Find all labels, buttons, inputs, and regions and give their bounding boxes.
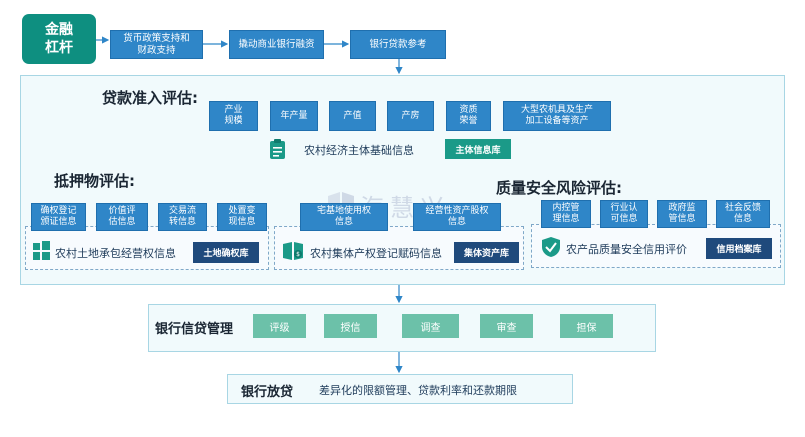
credit-db-tag: 信用档案库: [706, 238, 772, 259]
quality-item-line2: 管信息: [668, 214, 696, 224]
collateral-item-line2: 颁证信息: [40, 217, 77, 227]
loan-access-info-label: 农村经济主体基础信息: [304, 144, 414, 157]
quality-item-line2: 可信息: [610, 214, 638, 224]
quality-item-line2: 信息: [733, 214, 752, 224]
collateral-info-label: 农村土地承包经营权信息: [55, 247, 176, 260]
finance-lever-line1: 金融: [45, 22, 73, 38]
collective-item-line2: 信息: [334, 217, 353, 227]
loan-access-item-line2: 加工设备等资产: [525, 116, 589, 126]
loan-access-item: 产值: [329, 101, 376, 131]
svg-text:$: $: [296, 251, 300, 258]
land-db-tag: 土地确权库: [193, 242, 259, 263]
quality-item-line1: 社会反馈: [724, 203, 761, 213]
loan-access-item: 产业规模: [209, 101, 258, 131]
shield-check-icon: [541, 236, 561, 258]
quality-info-label: 农产品质量安全信用评价: [566, 243, 687, 256]
finance-lever-line2: 杠杆: [45, 40, 73, 56]
credit-step: 授信: [324, 314, 377, 338]
collateral-item-line1: 价值评: [108, 206, 136, 216]
quality-item: 政府监管信息: [657, 200, 707, 228]
collective-info-label: 农村集体产权登记赋码信息: [310, 247, 442, 260]
collective-item-line2: 信息: [447, 217, 466, 227]
loan-access-item: 年产量: [270, 101, 318, 131]
quality-item: 内控管理信息: [541, 200, 591, 228]
loan-access-item-line1: 大型农机具及生产: [520, 105, 593, 115]
credit-step: 评级: [253, 314, 306, 338]
leverage-bank-box: 撬动商业银行融资: [229, 30, 324, 59]
policy-line2: 财政支持: [137, 44, 176, 56]
loan-issue-panel: [227, 374, 573, 404]
policy-line1: 货币政策支持和: [123, 32, 190, 44]
collateral-item-line1: 交易流: [168, 206, 196, 216]
loan-access-item-line2: 荣誉: [459, 116, 478, 126]
quality-item: 社会反馈信息: [716, 200, 770, 228]
loan-reference-box: 银行贷款参考: [350, 30, 446, 59]
quality-item-line1: 行业认: [610, 203, 638, 213]
loan-issue-title: 银行放贷: [241, 385, 294, 400]
collateral-item: 交易流转信息: [158, 203, 207, 231]
credit-step: 调查: [402, 314, 459, 338]
collective-item-line1: 宅基地使用权: [316, 206, 371, 216]
collateral-item-line2: 转信息: [168, 217, 196, 227]
loan-access-item-line1: 年产量: [280, 110, 308, 121]
loan-issue-desc: 差异化的限额管理、贷款利率和还款期限: [319, 384, 517, 397]
collective-db-tag: 集体资产库: [454, 242, 519, 263]
quality-item: 行业认可信息: [600, 200, 648, 228]
collateral-item-line1: 确权登记: [40, 206, 77, 216]
quality-item-line1: 内控管: [552, 203, 580, 213]
collateral-item: 确权登记颁证信息: [31, 203, 86, 231]
credit-step: 担保: [560, 314, 613, 338]
loan-access-item-line1: 产业: [224, 105, 243, 115]
credit-management-title: 银行信贷管理: [155, 322, 234, 337]
loan-access-item-line1: 产房: [401, 110, 420, 121]
document-icon: [268, 138, 288, 160]
credit-step: 审查: [480, 314, 533, 338]
loan-access-item: 产房: [387, 101, 434, 131]
certificate-icon: $: [282, 240, 304, 262]
collateral-item: 价值评估信息: [96, 203, 148, 231]
collateral-item-line1: 处置变: [228, 206, 256, 216]
collateral-item-line2: 估信息: [108, 217, 136, 227]
land-grid-icon: [33, 241, 51, 261]
quality-item-line1: 政府监: [668, 203, 696, 213]
loan-access-item-line2: 规模: [224, 116, 243, 126]
collateral-item-line2: 现信息: [228, 217, 256, 227]
policy-support-box: 货币政策支持和 财政支持: [110, 30, 203, 59]
collective-item: 经营性资产股权信息: [413, 203, 501, 231]
loan-access-title: 贷款准入评估:: [102, 89, 198, 107]
quality-item-line2: 理信息: [552, 214, 580, 224]
loan-access-item: 资质荣誉: [446, 101, 491, 131]
collective-item-line1: 经营性资产股权: [425, 206, 489, 216]
finance-lever-tag: 金融 杠杆: [22, 14, 96, 64]
loan-access-item: 大型农机具及生产加工设备等资产: [503, 101, 611, 131]
subject-db-tag: 主体信息库: [445, 139, 511, 159]
collateral-item: 处置变现信息: [217, 203, 267, 231]
collective-item: 宅基地使用权信息: [300, 203, 388, 231]
loan-access-item-line1: 资质: [459, 105, 478, 115]
loan-access-item-line1: 产值: [343, 110, 362, 121]
quality-risk-title: 质量安全风险评估:: [496, 179, 622, 197]
collateral-title: 抵押物评估:: [54, 172, 135, 190]
